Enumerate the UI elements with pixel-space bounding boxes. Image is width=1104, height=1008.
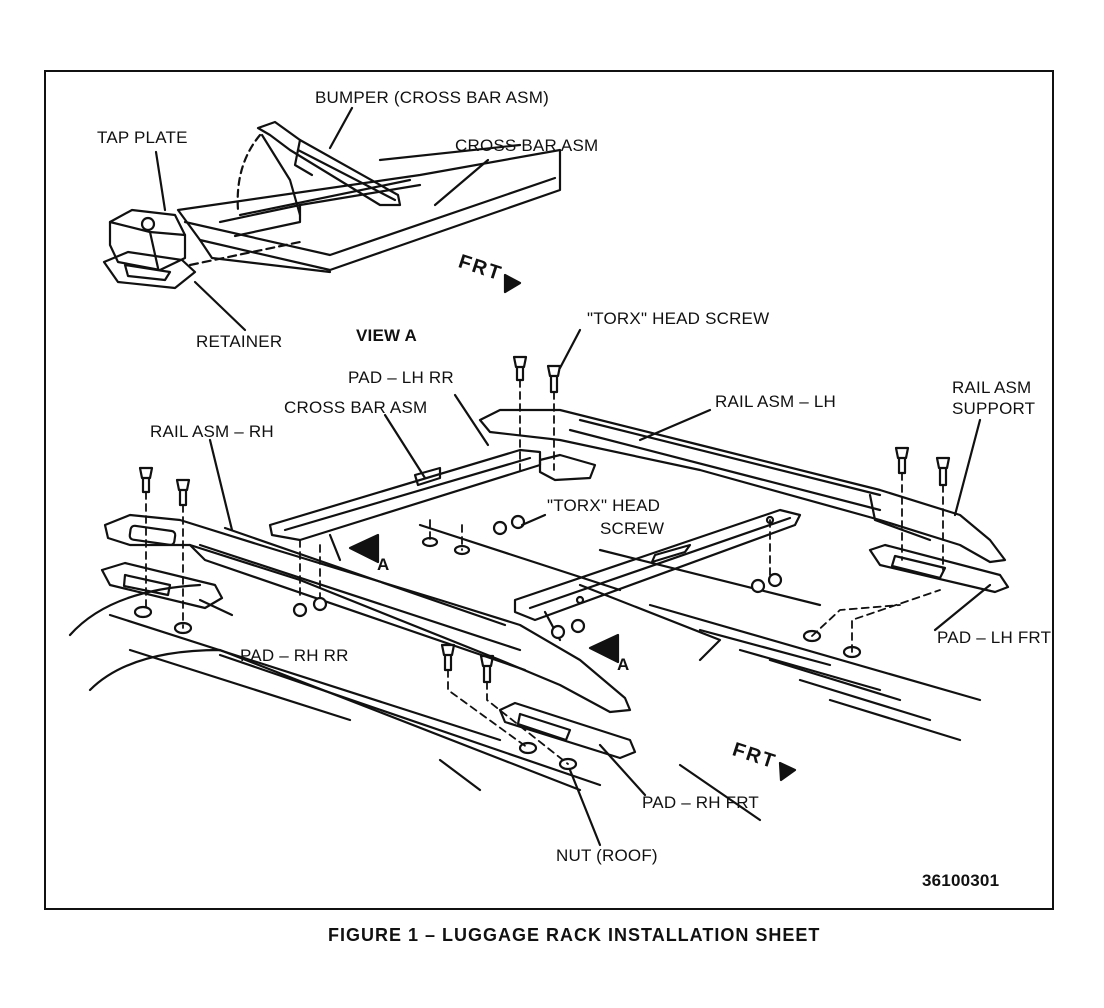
label-retainer: RETAINER	[196, 332, 283, 351]
figure-frame	[44, 70, 1054, 910]
label-view-arrow-a2: A	[617, 655, 630, 674]
label-rail-asm-lh: RAIL ASM – LH	[715, 392, 837, 411]
label-cross-bar-asm-top: CROSS BAR ASM	[455, 136, 599, 155]
label-rail-asm-support-2: SUPPORT	[952, 399, 1036, 418]
label-rail-asm-rh: RAIL ASM – RH	[150, 422, 274, 441]
label-pad-rh-frt: PAD – RH FRT	[642, 793, 760, 812]
figure-caption: FIGURE 1 – LUGGAGE RACK INSTALLATION SHE…	[328, 925, 821, 945]
label-bumper: BUMPER (CROSS BAR ASM)	[315, 88, 549, 107]
main-assembly	[68, 328, 1010, 847]
view-a-detail	[102, 106, 562, 332]
label-tap-plate: TAP PLATE	[97, 128, 188, 147]
label-pad-rh-rr: PAD – RH RR	[240, 646, 349, 665]
label-torx-head-2: SCREW	[600, 519, 665, 538]
label-view-a: VIEW A	[356, 326, 418, 345]
label-nut-roof: NUT (ROOF)	[556, 846, 658, 865]
label-rail-asm-support-1: RAIL ASM	[952, 378, 1032, 397]
label-cross-bar-asm-mid: CROSS BAR ASM	[284, 398, 428, 417]
label-pad-lh-rr: PAD – LH RR	[348, 368, 454, 387]
label-torx-head-1: "TORX" HEAD	[547, 496, 661, 515]
label-pad-lh-frt: PAD – LH FRT	[937, 628, 1052, 647]
label-view-arrow-a1: A	[377, 555, 390, 574]
label-torx-head-screw-top: "TORX" HEAD SCREW	[587, 309, 770, 328]
label-part-number: 36100301	[922, 871, 1000, 890]
